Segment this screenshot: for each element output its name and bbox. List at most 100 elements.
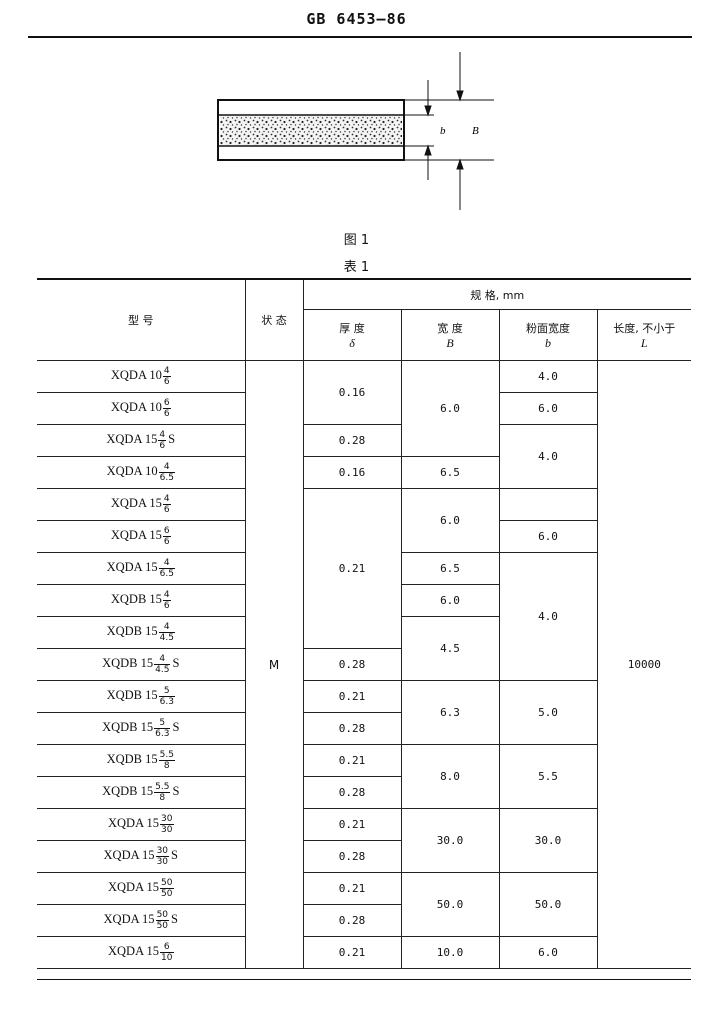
width-cell: 6.3 bbox=[400, 680, 500, 745]
abrasive-width-cell: 6.0 bbox=[498, 936, 598, 969]
header-rule bbox=[28, 36, 692, 38]
width-cell: 6.5 bbox=[400, 552, 500, 585]
thickness-cell: 0.16 bbox=[302, 360, 402, 425]
thickness-cell: 0.21 bbox=[302, 488, 402, 649]
abrasive-width-cell: 4.0 bbox=[498, 360, 598, 393]
thickness-cell: 0.21 bbox=[302, 936, 402, 969]
abrasive-width-cell: 30.0 bbox=[498, 808, 598, 873]
belt-body bbox=[217, 99, 405, 161]
width-cell: 6.0 bbox=[400, 360, 500, 457]
width-cell: 4.5 bbox=[400, 616, 500, 681]
width-cell: 30.0 bbox=[400, 808, 500, 873]
header-state: 状 态 bbox=[244, 278, 304, 361]
abrasive-width-cell: 50.0 bbox=[498, 872, 598, 937]
thickness-cell: 0.28 bbox=[302, 904, 402, 937]
abrasive-layer bbox=[220, 116, 402, 145]
table-caption: 表 1 bbox=[343, 260, 370, 275]
belt-cross-section-figure: b B bbox=[217, 52, 494, 210]
width-cell: 6.0 bbox=[400, 584, 500, 617]
dimension-label-B: B bbox=[472, 125, 479, 137]
length-cell: 10000 bbox=[596, 360, 692, 969]
header-model: 型 号 bbox=[37, 278, 246, 361]
dimension-lines bbox=[404, 52, 494, 210]
figure-caption: 图 1 bbox=[343, 233, 370, 248]
thickness-cell: 0.28 bbox=[302, 712, 402, 745]
thickness-cell: 0.28 bbox=[302, 648, 402, 681]
abrasive-width-cell: 4.0 bbox=[498, 424, 598, 489]
thickness-cell: 0.21 bbox=[302, 744, 402, 777]
thickness-cell: 0.28 bbox=[302, 424, 402, 457]
header-spec-group: 规 格, mm bbox=[302, 278, 692, 310]
width-cell: 8.0 bbox=[400, 744, 500, 809]
width-cell: 6.5 bbox=[400, 456, 500, 489]
width-cell: 10.0 bbox=[400, 936, 500, 969]
thickness-cell: 0.21 bbox=[302, 808, 402, 841]
thickness-cell: 0.21 bbox=[302, 680, 402, 713]
thickness-cell: 0.28 bbox=[302, 776, 402, 809]
thickness-cell: 0.21 bbox=[302, 872, 402, 905]
thickness-cell: 0.16 bbox=[302, 456, 402, 489]
standard-code-header: GB 6453—86 bbox=[306, 10, 407, 28]
table-bottom-rule bbox=[37, 979, 691, 980]
state-cell: M bbox=[244, 360, 304, 969]
abrasive-width-cell bbox=[498, 488, 598, 521]
abrasive-width-cell: 5.5 bbox=[498, 744, 598, 809]
abrasive-width-cell: 6.0 bbox=[498, 520, 598, 553]
abrasive-width-cell: 4.0 bbox=[498, 552, 598, 681]
dimension-label-b: b bbox=[440, 125, 446, 137]
